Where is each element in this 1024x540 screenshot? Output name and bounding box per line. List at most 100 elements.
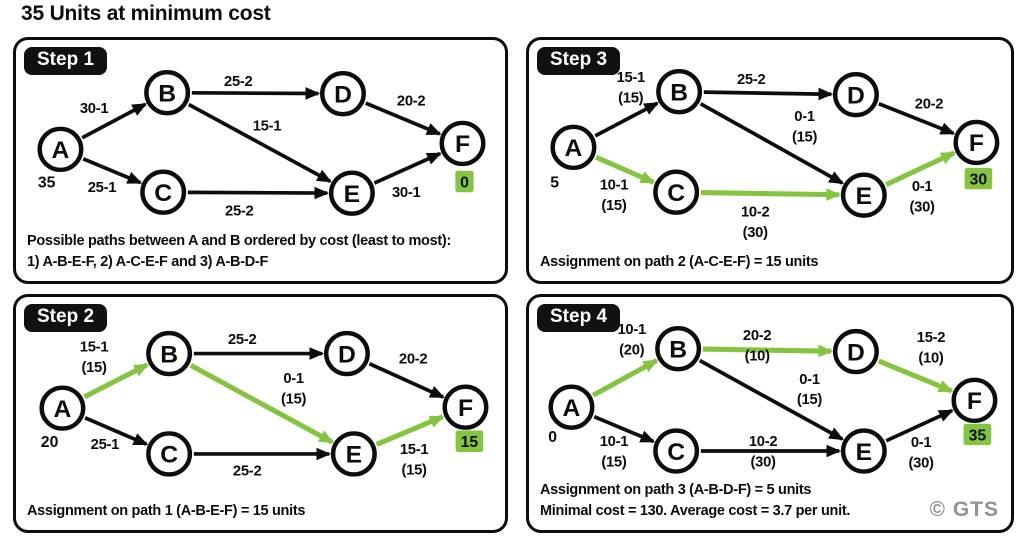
node-letter-D: D xyxy=(847,83,865,110)
edge-E-F xyxy=(885,150,956,187)
node-E: E xyxy=(840,172,887,218)
step-badge-2: Step 2 xyxy=(24,304,108,332)
node-D: D xyxy=(832,328,879,375)
caption-step3: Assignment on path 2 (A-C-E-F) = 15 unit… xyxy=(540,252,818,274)
caption-line: Assignment on path 3 (A-B-D-F) = 5 units xyxy=(540,481,812,498)
node-D: D xyxy=(323,330,370,377)
node-D: D xyxy=(832,71,879,118)
node-letter-E: E xyxy=(346,442,362,469)
edge-label-A-B: 15-1(15) xyxy=(80,340,109,376)
node-value-A: 20 xyxy=(41,434,59,451)
edge-label-D-F: 20-2 xyxy=(399,351,428,367)
caption-line: Possible paths between A and B ordered b… xyxy=(27,232,451,249)
node-F: F30 xyxy=(953,119,1000,190)
edge-label-B-E: 0-1(15) xyxy=(281,371,307,407)
edge-B-D xyxy=(702,344,834,358)
edge-A-C xyxy=(594,154,656,185)
node-letter-F: F xyxy=(967,388,982,415)
node-B: B xyxy=(655,326,702,372)
edge-label-B-E: 0-1(15) xyxy=(792,109,818,145)
edge-B-E xyxy=(698,358,844,441)
node-B: B xyxy=(146,330,193,377)
edge-D-F xyxy=(365,101,442,136)
node-letter-C: C xyxy=(154,180,172,207)
node-value-A: 0 xyxy=(548,429,557,446)
graph-step2: 15-1(15)25-125-20-1(15)25-220-215-1(15)A… xyxy=(39,330,489,479)
caption-line: Minimal cost = 130. Average cost = 3.7 p… xyxy=(540,503,851,520)
node-F: F0 xyxy=(439,120,486,193)
edge-C-E xyxy=(187,186,330,200)
edge-B-E xyxy=(189,363,334,445)
node-value-F: 35 xyxy=(969,427,987,444)
edge-B-E xyxy=(699,102,845,185)
caption-line: Assignment on path 1 (A-B-E-F) = 15 unit… xyxy=(27,503,306,520)
edge-label-A-B: 30-1 xyxy=(80,101,109,117)
node-letter-A: A xyxy=(54,396,72,423)
edge-label-E-F: 30-1 xyxy=(392,185,421,201)
node-letter-B: B xyxy=(669,337,687,364)
edge-E-F xyxy=(885,408,954,443)
node-letter-F: F xyxy=(455,131,470,158)
node-letter-F: F xyxy=(458,395,473,422)
edge-E-F xyxy=(375,414,445,447)
flow-badge-F xyxy=(455,170,474,193)
node-letter-A: A xyxy=(563,395,581,422)
edge-B-D xyxy=(703,87,834,101)
panel-step4: Step 4 10-1(20)10-1(15)20-2(10)0-1(15)10… xyxy=(526,294,1014,533)
node-letter-D: D xyxy=(338,341,356,368)
node-letter-E: E xyxy=(344,181,360,208)
node-letter-B: B xyxy=(670,80,688,107)
node-C: C xyxy=(146,431,193,477)
edge-label-A-B: 15-1(15) xyxy=(617,70,646,106)
step-badge-1: Step 1 xyxy=(24,47,108,75)
edge-label-B-D: 25-2 xyxy=(228,332,257,348)
edge-A-B xyxy=(591,358,659,398)
node-D: D xyxy=(320,70,366,117)
node-B: B xyxy=(144,70,191,116)
node-letter-F: F xyxy=(969,130,984,157)
edge-label-C-E: 10-2(30) xyxy=(741,205,770,241)
node-A: A5 xyxy=(550,124,597,191)
edge-A-C xyxy=(82,157,143,185)
edge-A-B xyxy=(594,101,660,138)
edge-A-C xyxy=(593,414,656,444)
edge-label-B-E: 15-1 xyxy=(253,119,282,135)
node-B: B xyxy=(656,69,703,115)
edge-D-F xyxy=(877,358,954,394)
edge-A-C xyxy=(84,416,149,446)
edge-label-C-E: 10-2(30) xyxy=(749,434,778,470)
edge-A-B xyxy=(83,362,149,400)
node-letter-E: E xyxy=(856,183,872,210)
node-C: C xyxy=(653,428,700,474)
node-letter-C: C xyxy=(667,180,685,207)
step-badge-4: Step 4 xyxy=(537,304,621,332)
edge-label-E-F: 0-1(30) xyxy=(909,435,935,471)
edge-D-F xyxy=(368,362,445,399)
flow-badge-F xyxy=(963,423,992,446)
node-letter-A: A xyxy=(565,135,583,162)
node-value-F: 15 xyxy=(461,434,479,451)
node-letter-D: D xyxy=(334,82,352,109)
node-E: E xyxy=(328,170,375,216)
page-title: 35 Units at minimum cost xyxy=(21,2,271,25)
edge-label-B-D: 20-2(10) xyxy=(743,328,772,364)
gts-watermark: © GTS xyxy=(929,498,999,521)
node-letter-B: B xyxy=(160,341,178,368)
caption-step1: Possible paths between A and B ordered b… xyxy=(27,231,451,275)
caption-line: 1) A-B-E-F, 2) A-C-E-F and 3) A-B-D-F xyxy=(27,254,269,271)
flow-badge-F xyxy=(455,430,484,453)
edge-E-F xyxy=(373,151,442,185)
edge-label-A-C: 10-1(15) xyxy=(600,177,629,213)
caption-step4: Assignment on path 3 (A-B-D-F) = 5 units… xyxy=(540,480,850,524)
edge-C-E xyxy=(700,188,842,201)
node-A: A0 xyxy=(548,384,595,446)
edge-B-E xyxy=(187,102,332,184)
edge-label-C-E: 25-2 xyxy=(233,463,262,479)
step-badge-3: Step 3 xyxy=(537,47,621,75)
edge-label-D-F: 20-2 xyxy=(915,96,944,112)
node-E: E xyxy=(840,428,887,474)
node-value-A: 5 xyxy=(550,174,559,191)
